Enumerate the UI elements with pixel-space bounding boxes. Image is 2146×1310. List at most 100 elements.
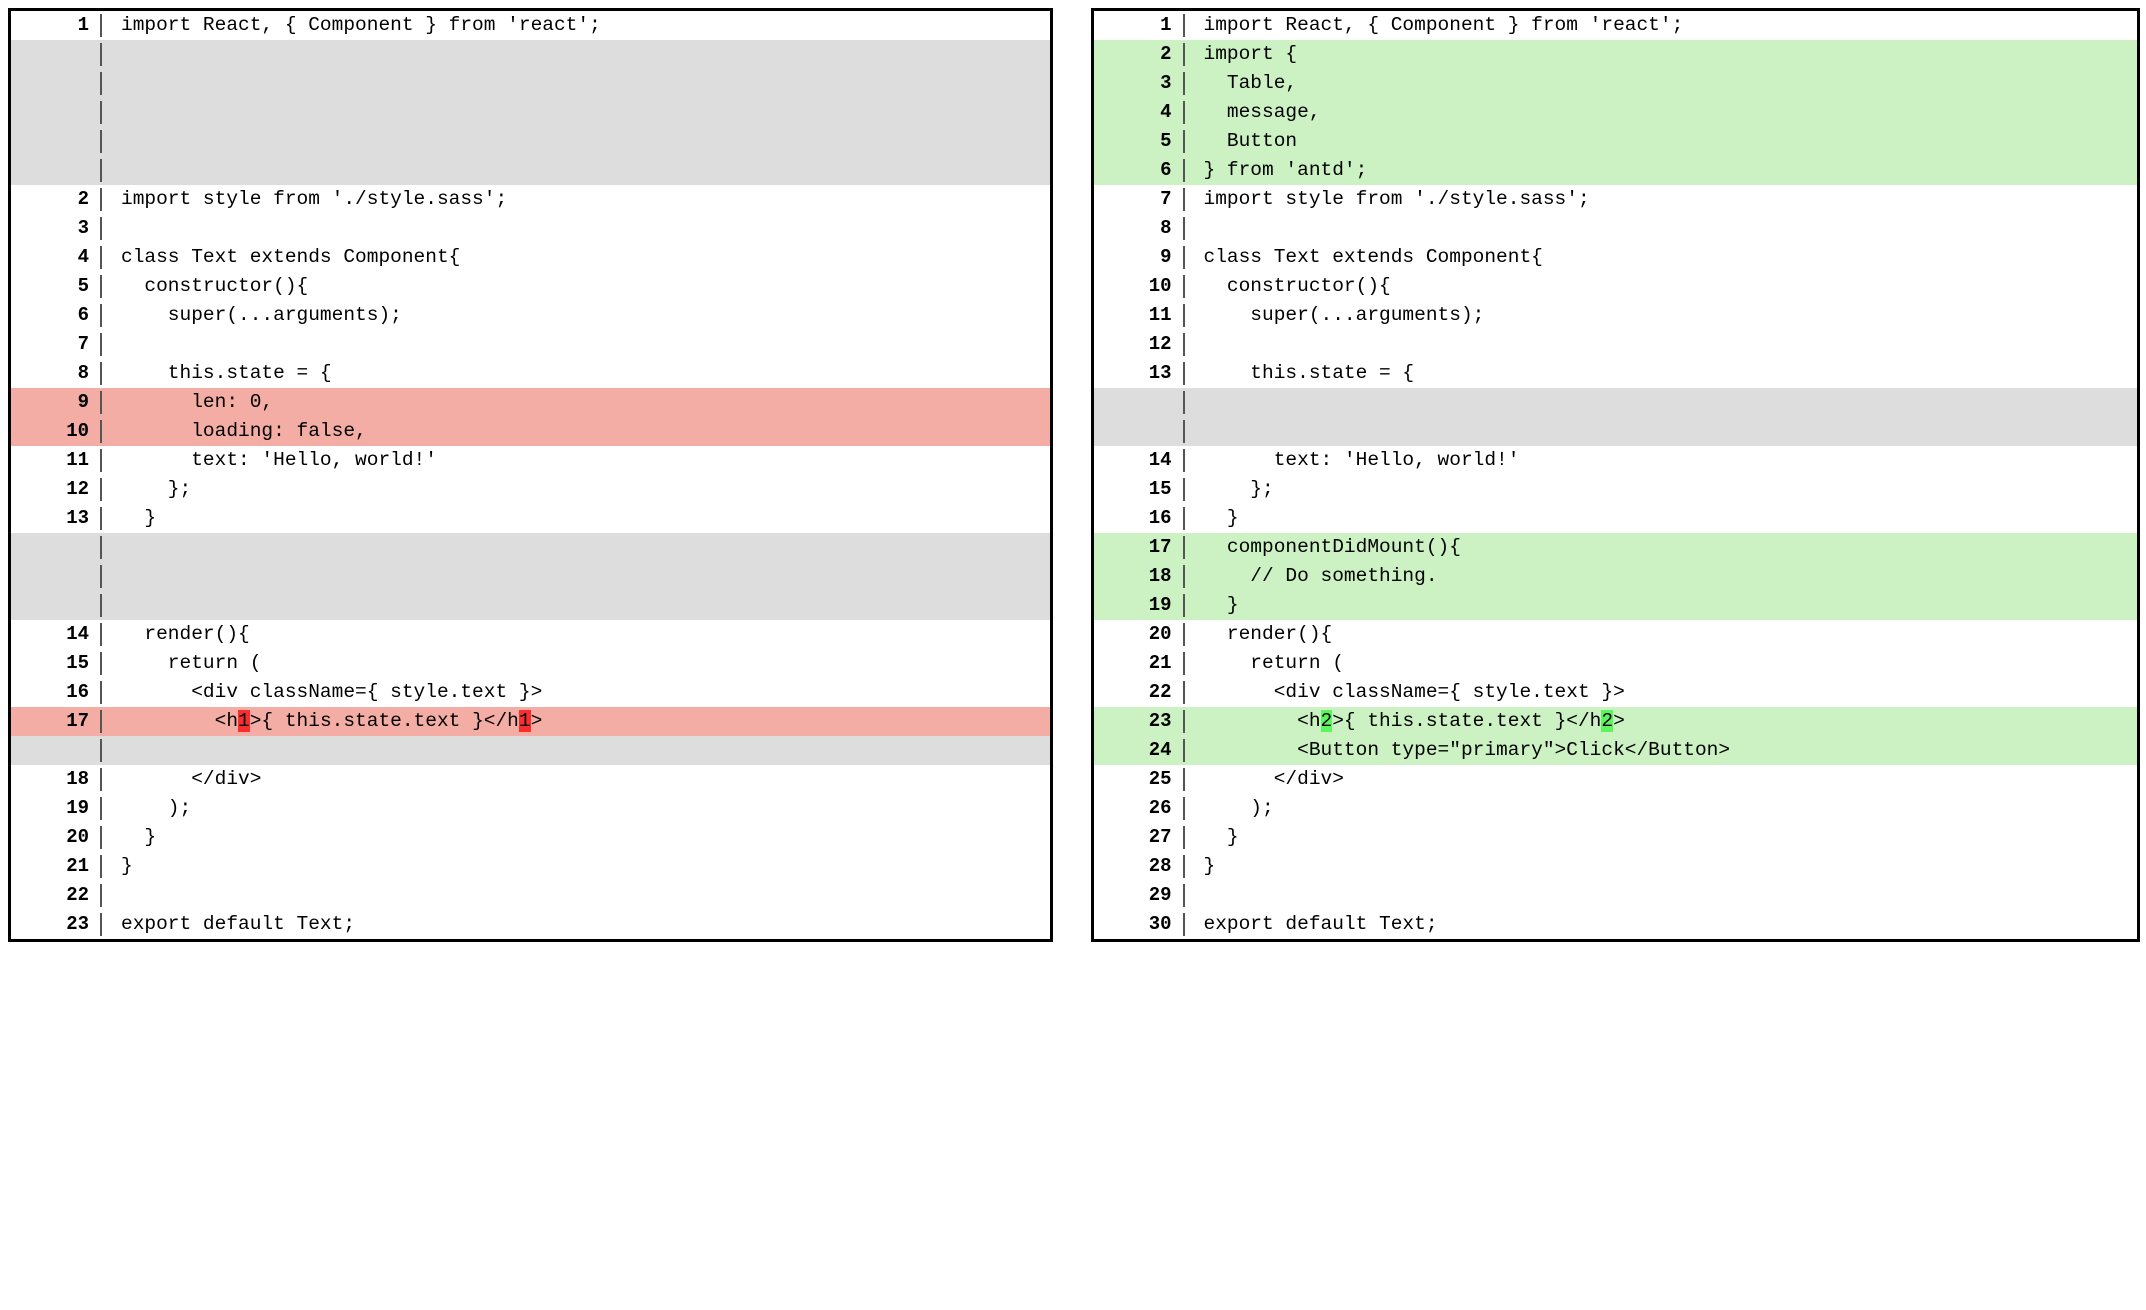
gutter-separator — [1172, 562, 1196, 591]
code-line[interactable]: 24 <Button type="primary">Click</Button> — [1093, 736, 2137, 765]
code-line[interactable]: 12 }; — [11, 475, 1050, 504]
code-line[interactable]: 8 this.state = { — [11, 359, 1050, 388]
code-line[interactable]: 5 Button — [1093, 127, 2137, 156]
code-text: constructor(){ — [121, 275, 309, 297]
code-line[interactable]: 15 }; — [1093, 475, 2137, 504]
code-line[interactable]: 21 return ( — [1093, 649, 2137, 678]
code-line[interactable]: 10 constructor(){ — [1093, 272, 2137, 301]
gutter-separator — [1172, 243, 1196, 272]
code-text: this.state = { — [121, 362, 332, 384]
code-line[interactable]: 16 } — [1093, 504, 2137, 533]
line-number: 21 — [1148, 652, 1172, 674]
gutter-separator — [1172, 794, 1196, 823]
gutter-separator — [89, 765, 113, 794]
code-text: <h1>{ this.state.text }</h1> — [113, 707, 1050, 736]
code-line[interactable]: 12 — [1093, 330, 2138, 359]
code-line[interactable]: 17 componentDidMount(){ — [1093, 533, 2137, 562]
code-text: componentDidMount(){ — [1203, 536, 1461, 558]
gutter-separator — [1172, 127, 1196, 156]
line-number: 8 — [1160, 217, 1172, 239]
code-text — [113, 127, 1050, 156]
code-line[interactable]: 11 super(...arguments); — [1093, 301, 2137, 330]
code-line[interactable]: 18 // Do something. — [1093, 562, 2137, 591]
gutter-separator — [89, 359, 113, 388]
line-number: 3 — [77, 217, 89, 239]
code-line[interactable]: 17 <h1>{ this.state.text }</h1> — [11, 707, 1050, 736]
code-line[interactable]: 21} — [11, 852, 1050, 881]
line-number: 16 — [1148, 507, 1172, 529]
code-text: <h2>{ this.state.text }</h2> — [1196, 707, 2138, 736]
code-text — [1196, 214, 2138, 243]
code-line[interactable]: 7 — [11, 330, 1050, 359]
code-line[interactable]: 23 <h2>{ this.state.text }</h2> — [1093, 707, 2138, 736]
code-text — [1196, 330, 2138, 359]
gutter-separator — [89, 707, 113, 736]
code-line[interactable]: 13 } — [11, 504, 1050, 533]
code-line[interactable]: 18 </div> — [11, 765, 1050, 794]
code-line[interactable]: 26 ); — [1093, 794, 2137, 823]
code-text: message, — [1203, 101, 1321, 123]
line-number: 25 — [1148, 768, 1172, 790]
code-line[interactable]: 14 text: 'Hello, world!' — [1093, 446, 2137, 475]
code-text: }; — [1203, 478, 1274, 500]
code-line[interactable]: 23 export default Text; — [11, 910, 1050, 939]
gutter-separator — [1172, 11, 1196, 40]
code-line[interactable]: 11 text: 'Hello, world!' — [11, 446, 1050, 475]
gutter-separator — [1172, 881, 1196, 910]
gutter-separator — [1172, 910, 1196, 939]
line-number: 8 — [77, 362, 89, 384]
code-line[interactable]: 27 } — [1093, 823, 2137, 852]
code-line[interactable]: 14 render(){ — [11, 620, 1050, 649]
line-number: 20 — [66, 826, 89, 848]
code-line[interactable]: 3 — [11, 214, 1050, 243]
line-number: 1 — [1160, 14, 1172, 36]
code-text: } — [1203, 507, 1239, 529]
code-line[interactable]: 16 <div className={ style.text }> — [11, 678, 1050, 707]
code-line[interactable]: 4 message, — [1093, 98, 2137, 127]
gutter-separator — [1172, 301, 1196, 330]
code-line[interactable]: 3 Table, — [1093, 69, 2137, 98]
code-line[interactable]: 28} — [1093, 852, 2137, 881]
code-line[interactable]: 20 render(){ — [1093, 620, 2137, 649]
code-text: len: 0, — [121, 391, 274, 413]
line-number: 28 — [1148, 855, 1172, 877]
code-line-placeholder — [11, 533, 1050, 562]
code-line[interactable]: 20 } — [11, 823, 1050, 852]
code-text: </div> — [1203, 768, 1344, 790]
code-line[interactable]: 5 constructor(){ — [11, 272, 1050, 301]
code-line[interactable]: 6 super(...arguments); — [11, 301, 1050, 330]
line-number: 23 — [66, 913, 89, 935]
line-number: 5 — [1160, 130, 1172, 152]
code-line[interactable]: 19 } — [1093, 591, 2137, 620]
code-text: export default Text; — [121, 913, 356, 935]
code-text — [113, 40, 1050, 69]
gutter-separator — [89, 620, 113, 649]
code-line[interactable]: 19 ); — [11, 794, 1050, 823]
code-text — [1196, 881, 2138, 910]
code-line[interactable]: 10 loading: false, — [11, 417, 1050, 446]
code-line[interactable]: 8 — [1093, 214, 2138, 243]
line-number: 6 — [1160, 159, 1172, 181]
gutter-separator — [89, 881, 113, 910]
code-line[interactable]: 29 — [1093, 881, 2138, 910]
code-line[interactable]: 13 this.state = { — [1093, 359, 2137, 388]
code-line[interactable]: 25 </div> — [1093, 765, 2137, 794]
gutter-separator — [1172, 185, 1196, 214]
code-line[interactable]: 9 len: 0, — [11, 388, 1050, 417]
code-line[interactable]: 6} from 'antd'; — [1093, 156, 2137, 185]
code-line[interactable]: 15 return ( — [11, 649, 1050, 678]
code-line[interactable]: 22 <div className={ style.text }> — [1093, 678, 2137, 707]
code-text: import style from './style.sass'; — [1203, 188, 1590, 210]
code-line[interactable]: 22 — [11, 881, 1050, 910]
line-number: 17 — [66, 710, 89, 732]
